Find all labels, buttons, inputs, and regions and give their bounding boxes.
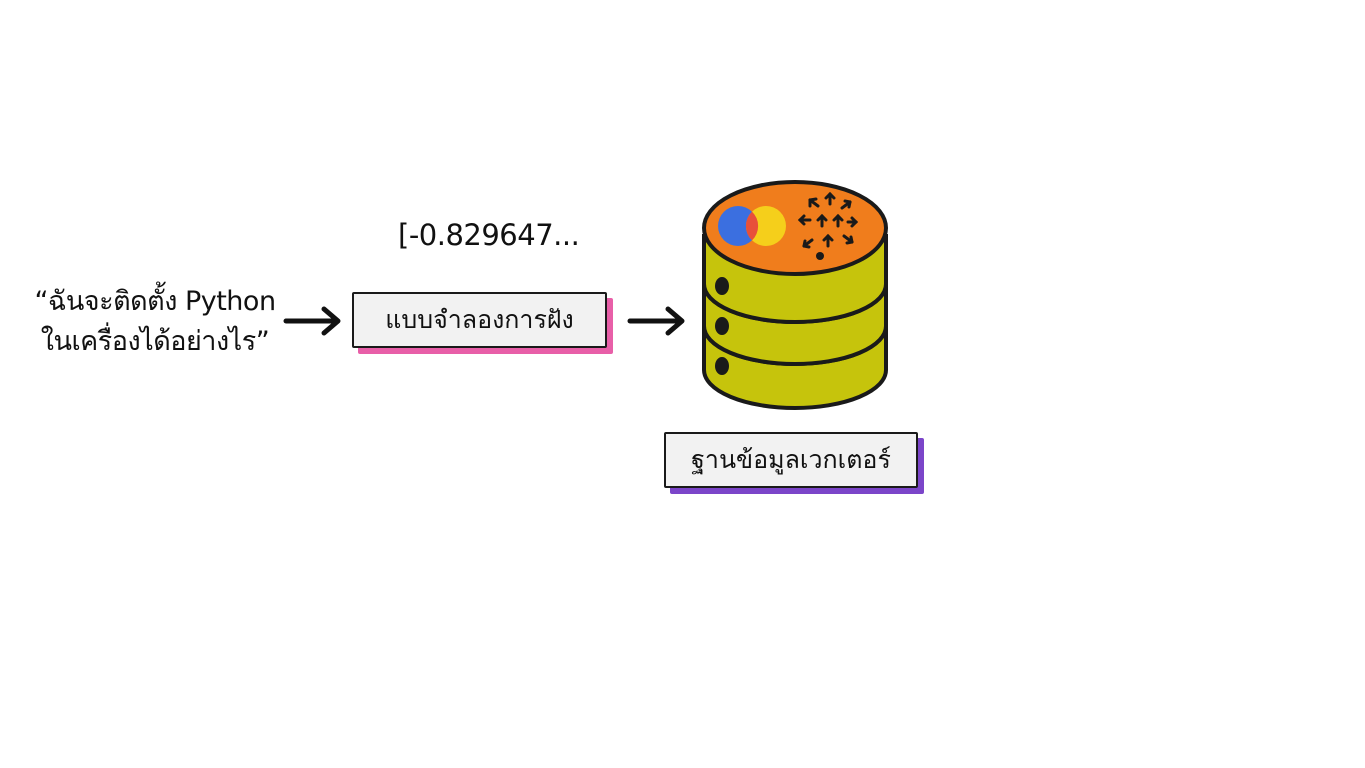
vector-db-label: ฐานข้อมูลเวกเตอร์ bbox=[664, 432, 918, 488]
arrow-right-icon-2 bbox=[627, 306, 685, 336]
query-text: “ฉันจะติดตั้ง Python ในเครื่องได้อย่างไร… bbox=[24, 282, 286, 362]
overlapping-circles-logo-icon bbox=[718, 206, 786, 246]
query-line-2: ในเครื่องได้อย่างไร” bbox=[40, 326, 270, 357]
embedding-model-label: แบบจำลองการฝัง bbox=[352, 292, 613, 353]
arrow-right-icon bbox=[283, 306, 341, 336]
arrows-cluster-logo-icon bbox=[797, 191, 859, 249]
database-icon bbox=[702, 180, 888, 410]
embedding-vector-text: [-0.829647... bbox=[398, 218, 580, 252]
query-line-1: “ฉันจะติดตั้ง Python bbox=[34, 286, 276, 317]
